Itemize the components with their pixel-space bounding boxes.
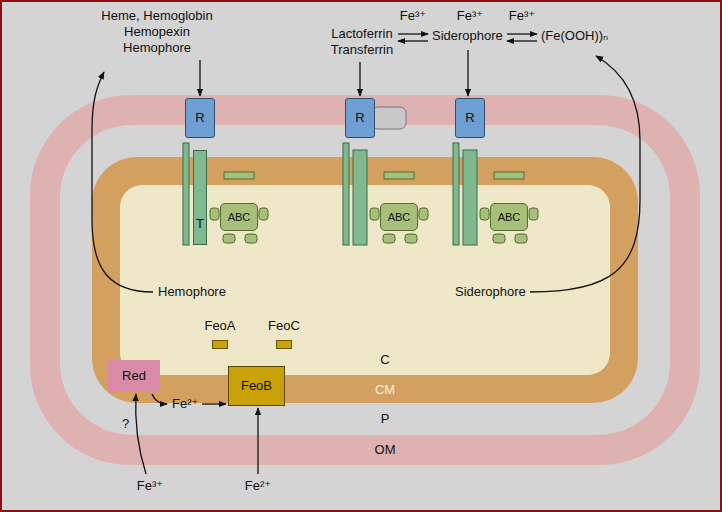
secretion-arrow [530,56,640,292]
reductase-box: Red [108,360,160,392]
equilibrium-arrow [398,33,428,34]
abc-subunit [223,234,235,243]
uptake-arrow [467,50,468,96]
reduction-arrow [136,394,146,474]
node-text: FeoA [204,318,235,334]
equilibrium-arrow [398,40,428,41]
transporter-bar [343,143,349,245]
substrate-label: Lactoferrin Transferrin [326,26,398,58]
abc-box: ABC [380,203,418,231]
abc-box: ABC [490,203,528,231]
compartment-label: CM [375,382,395,398]
feo-protein-box [212,340,228,349]
transporter-bar [453,143,459,245]
ion-label: Fe³⁺ [509,8,535,24]
uptake-arrow [202,403,226,404]
uptake-arrow [257,408,258,474]
periplasm [60,125,670,435]
abc-box: ABC [220,203,258,231]
ion-label: Fe³⁺ [137,478,163,494]
abc-subunit [493,234,505,243]
node-text: ABC [228,211,251,224]
abc-subunit [224,172,254,179]
node-text: ABC [498,211,521,224]
receptor-box: R [345,98,375,138]
reduction-arrow [152,394,167,404]
feo-protein: FeoC [268,318,300,349]
node-text: R [195,110,204,126]
abc-subunit [370,208,379,220]
abc-subunit [529,208,538,220]
node-text: R [355,110,364,126]
transporter-bar [183,143,189,245]
transporter-bar [463,150,477,245]
node-text: FeoB [241,378,272,394]
abc-subunit [259,208,268,220]
equilibrium-arrow [507,33,537,34]
outer-membrane [30,95,700,465]
ion-label: Fe²⁺ [172,396,198,412]
substrate-label: (Fe(OOH))ₙ [541,28,608,44]
abc-subunit [210,208,219,220]
bound-protein [372,107,406,129]
node-text: T [196,216,204,232]
uptake-arrow [359,62,360,96]
ion-label: Fe²⁺ [245,478,271,494]
feo-protein: FeoA [204,318,235,349]
substrate-label: Heme, Hemoglobin Hemopexin Hemophore [94,8,220,56]
substrate-label: Siderophore [432,28,503,44]
transporter-bar [353,150,367,245]
compartment-label: C [380,352,389,368]
uptake-arrow [199,60,200,96]
substrate-label: Hemophore [158,284,226,300]
question-mark: ? [122,416,129,432]
node-text: ABC [388,211,411,224]
abc-subunit [245,234,257,243]
substrate-label: Siderophore [455,284,526,300]
abc-subunit [480,208,489,220]
equilibrium-arrow [507,40,537,41]
transporter-box: T [193,150,207,245]
node-text: Red [122,368,146,384]
node-text: R [465,110,474,126]
compartment-label: P [381,411,390,427]
compartment-label: OM [375,442,396,458]
ion-label: Fe³⁺ [457,8,483,24]
abc-subunit [419,208,428,220]
abc-subunit [384,172,414,179]
abc-subunit [383,234,395,243]
feob-box: FeoB [228,366,285,406]
receptor-box: R [455,98,485,138]
receptor-box: R [185,98,215,138]
abc-subunit [405,234,417,243]
node-text: FeoC [268,318,300,334]
secretion-arrow [92,72,153,292]
abc-subunit [515,234,527,243]
ion-label: Fe³⁺ [400,8,426,24]
feo-protein-box [276,340,292,349]
abc-subunit [494,172,524,179]
